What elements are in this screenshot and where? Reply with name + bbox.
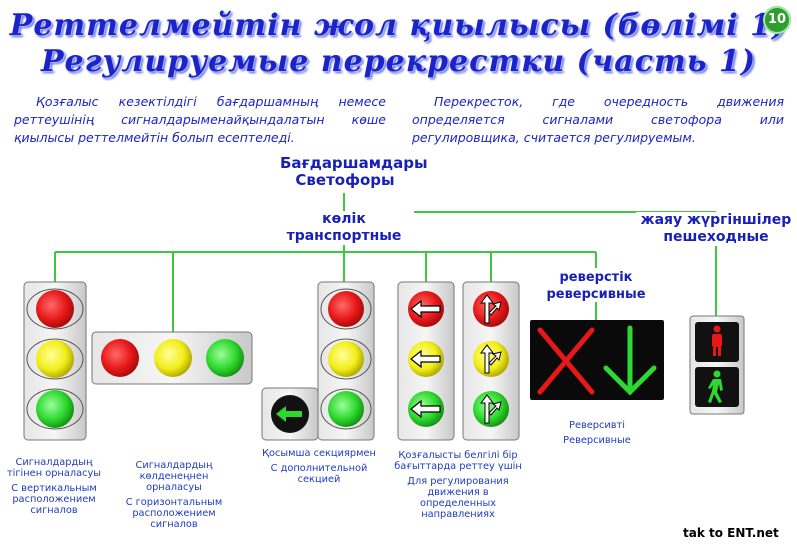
caption-directions-ru: Для регулирования движения в определенны… (407, 476, 509, 520)
pedestrian-stop-icon (712, 325, 722, 356)
root-node: Бағдаршамдары Светофоры (280, 154, 428, 189)
pedestrian-node: жаяу жүргіншілер пешеходные (636, 212, 796, 246)
red-cross-icon (537, 327, 595, 395)
caption-reversible-kz: Реверсивті (569, 420, 625, 431)
horizontal-traffic-light (91, 331, 253, 385)
red-light (328, 291, 364, 327)
yellow-light (36, 340, 74, 378)
vertical-traffic-light (23, 281, 87, 441)
straight-right-arrow-icon (480, 294, 502, 424)
caption-horizontal: Сигналдардың көлденеңнен орналасуы С гор… (122, 460, 226, 530)
caption-reversible-ru: Реверсивные (563, 435, 631, 446)
caption-additional-ru: С дополнительной секцией (270, 463, 368, 485)
title-kz: Реттелмейтін жол қиылысы (бөлімі 1) (9, 8, 788, 43)
caption-vertical-kz: Сигналдардың тігінен орналасуы (6, 457, 102, 479)
caption-vertical-ru: С вертикальным расположением сигналов (11, 483, 97, 516)
reversible-label-kz: реверстік (559, 270, 633, 285)
transport-label-ru: транспортные (286, 228, 402, 244)
reversible-traffic-light (530, 320, 664, 400)
reversible-label-ru: реверсивные (546, 287, 646, 302)
traffic-light-with-additional-section (261, 281, 375, 441)
caption-horizontal-kz: Сигналдардың көлденеңнен орналасуы (135, 460, 213, 493)
page-number-badge: 10 (763, 6, 791, 34)
caption-directions: Қозғалысты белгілі бір бағыттарда реттеу… (392, 450, 524, 520)
straight-right-arrow-light (462, 281, 520, 441)
pedestrian-label-ru: пешеходные (663, 229, 769, 245)
caption-vertical: Сигналдардың тігінен орналасуы С вертика… (5, 457, 103, 516)
left-arrow-icon (276, 406, 302, 422)
caption-reversible: Реверсивті Реверсивные (550, 420, 644, 446)
green-light (328, 391, 364, 427)
caption-additional: Қосымша секциярмен С дополнительной секц… (256, 448, 382, 485)
pedestrian-traffic-light (689, 315, 745, 415)
transport-label-kz: көлік (322, 211, 366, 227)
directional-arrow-light (397, 281, 455, 441)
caption-horizontal-ru: С горизонтальным расположением сигналов (125, 497, 223, 530)
left-arrow-icon (410, 299, 441, 419)
intro-ru: Перекресток, где очередность движения оп… (412, 94, 784, 145)
transport-node: көлік транспортные (274, 211, 414, 245)
pedestrian-label-kz: жаяу жүргіншілер (640, 212, 792, 228)
red-light (101, 339, 139, 377)
title-ru: Регулируемые перекрестки (часть 1) (40, 44, 757, 79)
yellow-light (328, 341, 364, 377)
red-light (36, 290, 74, 328)
caption-additional-kz: Қосымша секциярмен (262, 448, 376, 459)
yellow-light (154, 339, 192, 377)
root-label-kz: Бағдаршамдары (280, 154, 428, 172)
watermark: tak to ENT.net (683, 526, 779, 540)
intro-kz: Қозғалыс кезектілдігі бағдаршамның немес… (14, 94, 386, 145)
green-light (36, 390, 74, 428)
green-light (206, 339, 244, 377)
green-down-arrow-icon (603, 325, 657, 396)
pedestrian-go-icon (708, 370, 723, 403)
caption-directions-kz: Қозғалысты белгілі бір бағыттарда реттеу… (394, 450, 522, 472)
root-label-ru: Светофоры (295, 171, 395, 189)
reversible-node: реверстік реверсивные (536, 269, 656, 303)
